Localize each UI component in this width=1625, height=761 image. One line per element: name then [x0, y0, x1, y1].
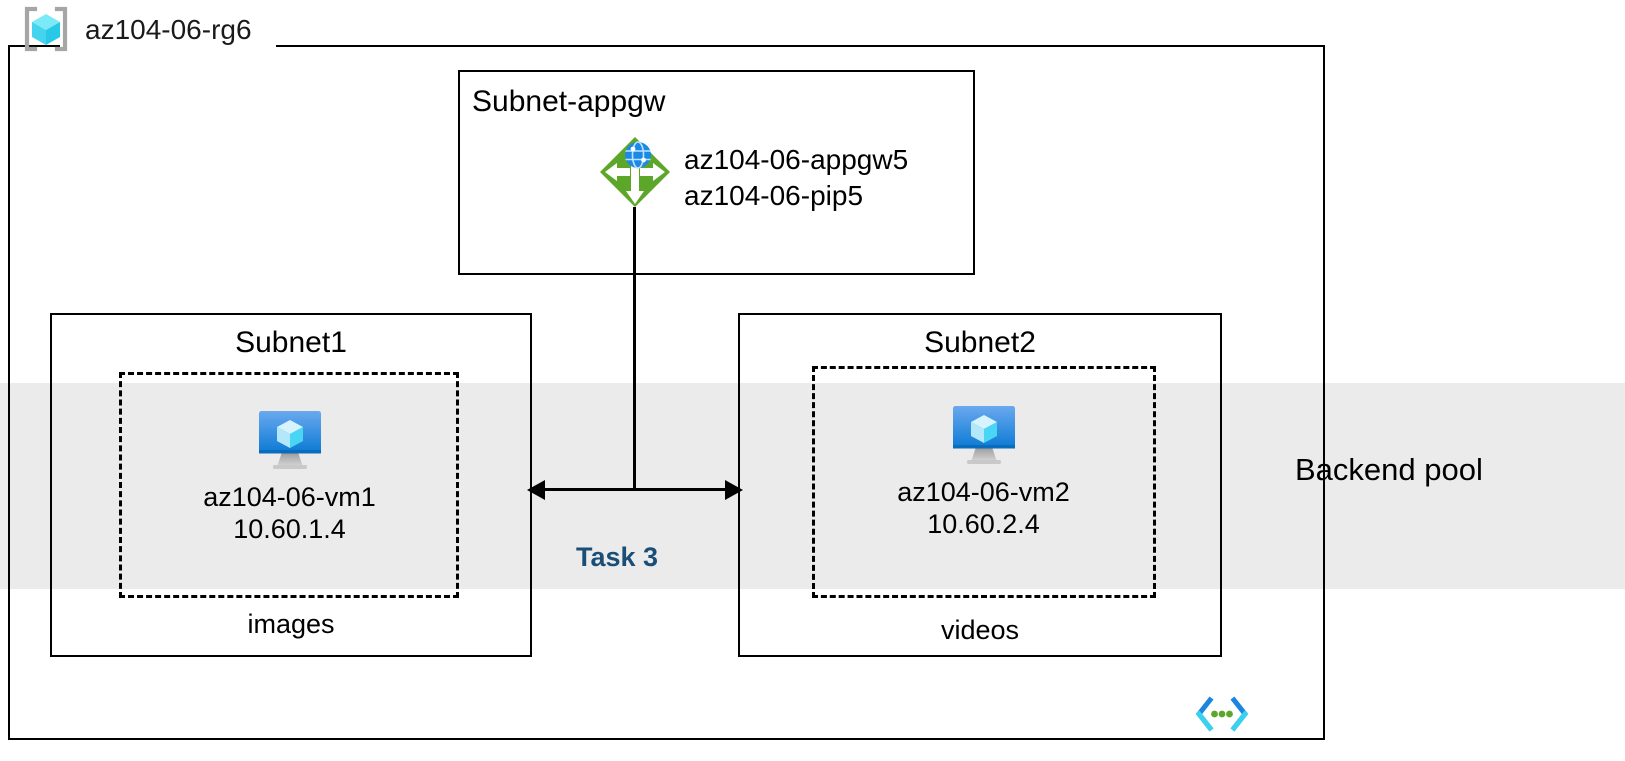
subnet1-dashed-boundary: [119, 372, 459, 598]
appgw-name: az104-06-appgw5: [684, 144, 909, 175]
subnet2-title: Subnet2: [924, 326, 1036, 359]
virtual-machine-icon: [949, 400, 1019, 466]
subnet-appgw-title: Subnet-appgw: [472, 85, 666, 118]
application-gateway-icon: [597, 134, 673, 210]
vm1-name: az104-06-vm1: [203, 482, 376, 512]
subnet1-subnet2-connector: [531, 488, 739, 491]
code-brackets-icon: [1195, 694, 1249, 734]
appgw-public-ip-name: az104-06-pip5: [684, 180, 864, 211]
resource-group-label-mask: [60, 30, 276, 62]
resource-group-name: az104-06-rg6: [85, 14, 252, 45]
vm2-name: az104-06-vm2: [897, 477, 1070, 507]
connector-arrow-right: [725, 480, 743, 500]
vm1-ip: 10.60.1.4: [233, 514, 346, 544]
resource-group-boundary: [8, 45, 1325, 740]
connector-arrow-left: [527, 480, 545, 500]
virtual-machine-icon: [255, 405, 325, 471]
subnet2-dashed-boundary: [812, 366, 1156, 598]
vm2-ip: 10.60.2.4: [927, 509, 1040, 539]
vm2-node: az104-06-vm2 10.60.2.4: [862, 400, 1105, 540]
appgw-resource-labels: az104-06-appgw5 az104-06-pip5: [684, 142, 908, 214]
subnet1-caption: images: [247, 609, 335, 639]
vm1-node: az104-06-vm1 10.60.1.4: [168, 405, 411, 545]
resource-group-cube-icon: [22, 6, 70, 52]
subnet2-caption: videos: [940, 615, 1020, 645]
backend-pool-label: Backend pool: [1295, 452, 1483, 487]
subnet-appgw-box: [458, 70, 975, 275]
subnet1-title: Subnet1: [235, 326, 347, 359]
task-annotation: Task 3: [576, 542, 659, 572]
appgw-to-backend-connector: [633, 207, 636, 491]
